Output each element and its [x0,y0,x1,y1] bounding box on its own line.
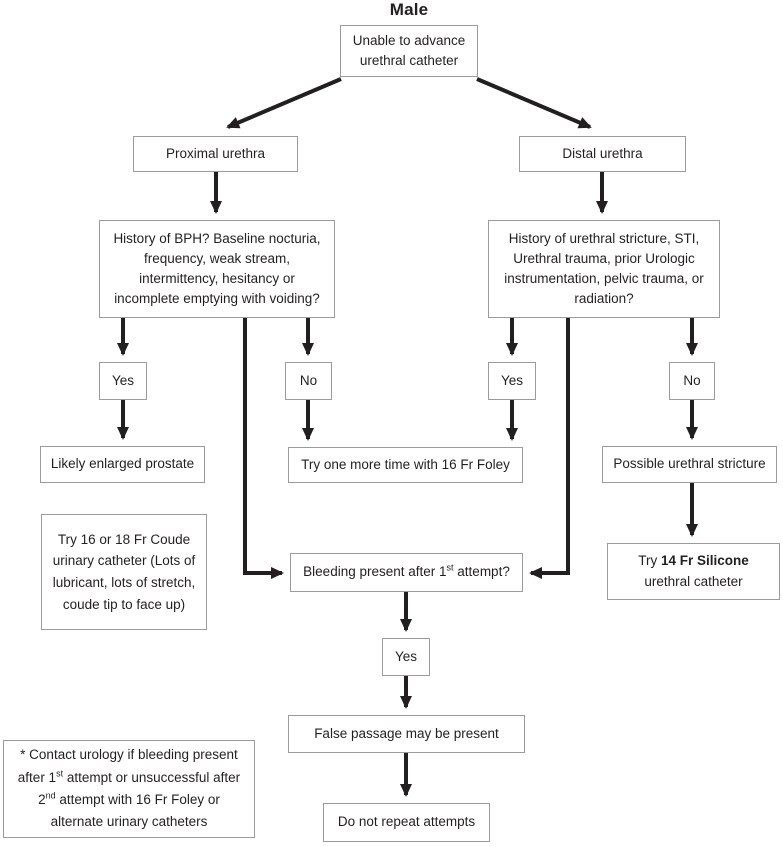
node-label: Bleeding present after 1st attempt? [303,562,510,580]
arrow-bph-to-bleeding [243,318,284,579]
node-yes-left: Yes [99,362,147,400]
node-label: No [299,372,318,388]
node-label: Try 16 or 18 Fr Coude urinary catheter (… [52,531,196,612]
bold-14fr-silicone: 14 Fr Silicone [660,552,749,568]
node-label: Unable to advance urethral catheter [352,32,466,68]
node-likely-enlarged-prostate: Likely enlarged prostate [40,446,205,483]
node-label: Distal urethra [562,145,643,161]
node-label: Proximal urethra [165,145,266,161]
node-do-not-repeat: Do not repeat attempts [323,803,490,842]
page-title: Male [389,0,429,19]
superscript-nd: nd [45,790,56,801]
arrow-root-to-distal [476,77,592,129]
node-label: No [683,372,701,388]
footnote-contact-urology: * Contact urology if bleeding present af… [3,740,255,838]
node-label: Yes [111,372,135,388]
arrow-root-to-proximal [226,77,342,129]
node-false-passage: False passage may be present [288,715,525,753]
node-yes-mid: Yes [382,638,430,676]
node-label: Yes [500,372,524,388]
node-bph-question: History of BPH? Baseline nocturia, frequ… [99,220,335,318]
node-distal-urethra: Distal urethra [519,136,686,172]
node-label: Do not repeat attempts [337,814,476,830]
node-label: False passage may be present [314,725,499,741]
superscript-st: st [56,768,64,779]
node-label: Yes [394,648,418,664]
node-possible-urethral-stricture: Possible urethral stricture [602,446,777,483]
arrow-stricture-to-bleeding [529,318,570,579]
node-no-left: No [285,362,332,400]
node-bleeding-after-first-attempt: Bleeding present after 1st attempt? [290,553,523,592]
node-yes-right: Yes [488,362,536,400]
node-try-coude-catheter: Try 16 or 18 Fr Coude urinary catheter (… [41,514,207,630]
node-label: History of urethral stricture, STI, Uret… [504,230,704,307]
footnote-text: * Contact urology if bleeding present af… [17,747,241,830]
node-label: Possible urethral stricture [613,456,766,472]
node-unable-to-advance: Unable to advance urethral catheter [340,25,478,77]
node-label: History of BPH? Baseline nocturia, frequ… [113,230,321,307]
superscript-st: st [446,562,454,573]
node-stricture-question: History of urethral stricture, STI, Uret… [488,220,720,318]
node-label: Try one more time with 16 Fr Foley [301,456,510,472]
node-try-16fr-foley: Try one more time with 16 Fr Foley [288,447,523,483]
node-proximal-urethra: Proximal urethra [133,136,298,172]
node-no-right: No [669,362,715,400]
node-label: Likely enlarged prostate [50,456,195,472]
